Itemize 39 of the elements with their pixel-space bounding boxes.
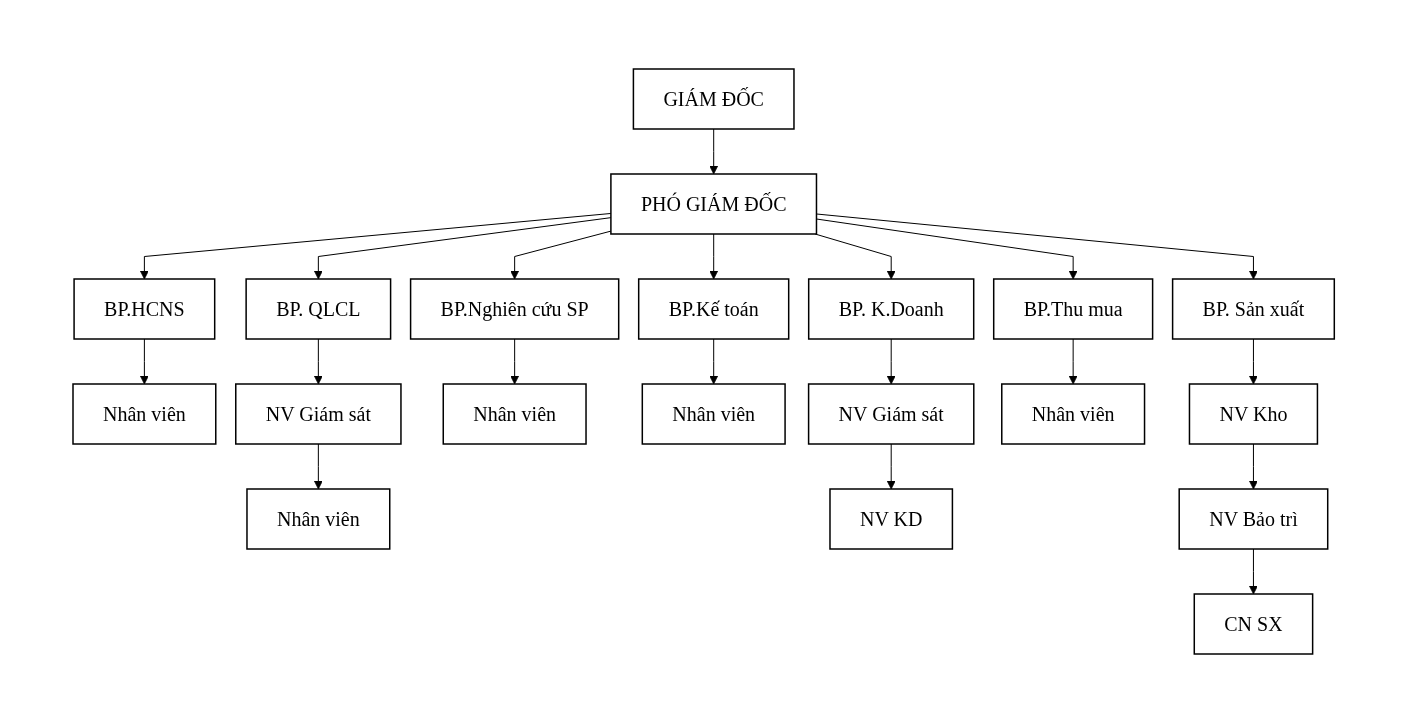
arrow	[709, 338, 719, 384]
node-box: GIÁM ĐỐC	[633, 67, 796, 130]
node-box: BP. QLCL	[245, 277, 392, 340]
node-box: NV Bảo trì	[1178, 487, 1329, 550]
node-box: BP.Thu mua	[993, 277, 1154, 340]
node-box: BP. Sản xuất	[1172, 277, 1336, 340]
node-box: NV KD	[829, 487, 954, 550]
arrow	[887, 338, 896, 384]
node-box: BP.Nghiên cứu SP	[410, 277, 620, 340]
arrow	[816, 213, 1259, 279]
arrow	[314, 338, 324, 384]
node-box: NV Giám sát	[808, 382, 975, 445]
arrow	[140, 212, 612, 279]
node-box: PHÓ GIÁM ĐỐC	[610, 172, 818, 235]
arrow	[1249, 548, 1259, 594]
arrow	[887, 443, 896, 489]
arrow	[709, 233, 719, 279]
node-box: BP.HCNS	[73, 277, 216, 340]
arrow	[1249, 338, 1259, 384]
arrow	[814, 233, 896, 279]
node-box: CN SX	[1193, 592, 1314, 655]
arrow	[1069, 338, 1078, 384]
arrow	[709, 128, 719, 174]
node-box: NV Giám sát	[235, 382, 403, 445]
arrow	[510, 230, 612, 279]
arrow	[314, 216, 612, 279]
arrow	[140, 338, 150, 384]
arrow	[314, 443, 324, 489]
node-box: BP. K.Doanh	[808, 277, 975, 340]
arrow	[1249, 443, 1259, 489]
node-box: BP.Kế toán	[638, 277, 790, 340]
node-box: Nhân viên	[246, 487, 391, 550]
arrow	[510, 338, 520, 384]
node-box: Nhân viên	[72, 382, 217, 445]
node-box: Nhân viên	[442, 382, 588, 445]
node-box: Nhân viên	[1001, 382, 1146, 445]
node-box: Nhân viên	[641, 382, 787, 445]
arrow	[816, 218, 1078, 279]
node-box: NV Kho	[1189, 382, 1319, 445]
